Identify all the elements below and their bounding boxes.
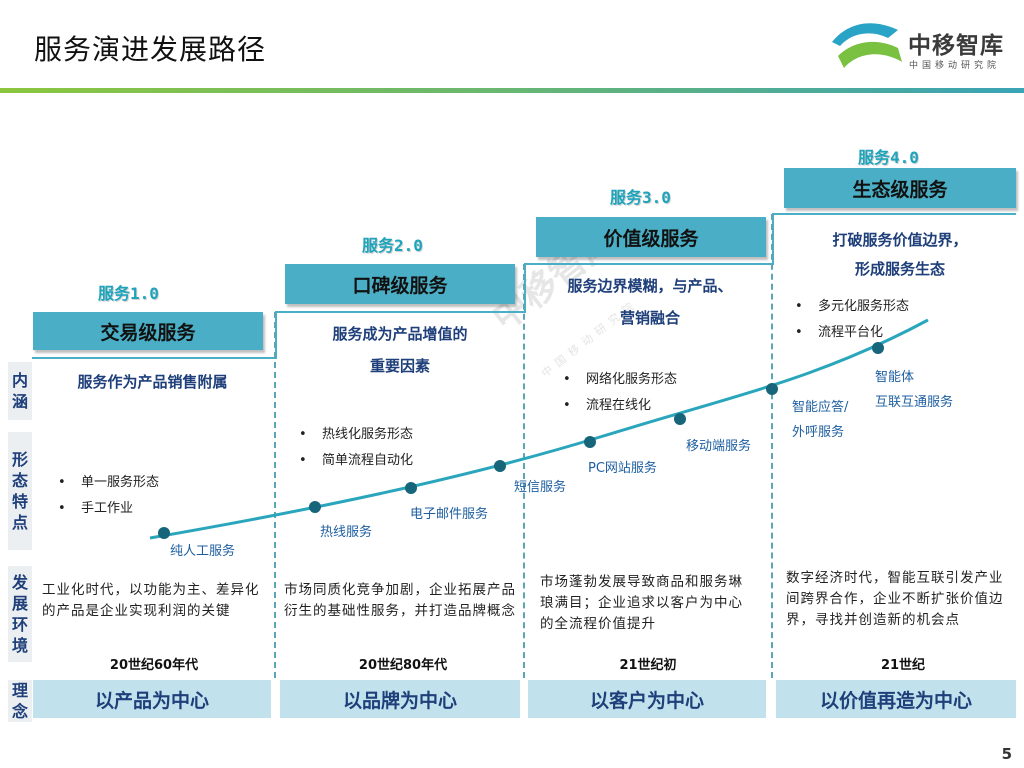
stage-environment-2: 市场同质化竞争加剧，企业拓展产品衍生的基础性服务，并打造品牌概念 xyxy=(284,582,516,619)
title-underline xyxy=(0,88,1024,93)
stage-divider-2 xyxy=(523,264,525,678)
service-label: PC网站服务 xyxy=(588,461,657,476)
curve-dot xyxy=(309,501,321,513)
stage-essence-2a: 服务成为产品增值的 xyxy=(332,325,468,343)
feature-item: 多元化服务形态 xyxy=(792,294,909,320)
row-label-xingtai: 形态特点 xyxy=(8,432,32,550)
stage-features-3: 网络化服务形态 流程在线化 xyxy=(560,367,677,419)
stage-environment-1: 工业化时代，以功能为主、差异化的产品是企业实现利润的关键 xyxy=(42,582,260,619)
stage-title-3: 服务3.0 xyxy=(610,188,671,207)
stage-title-1: 服务1.0 xyxy=(98,284,159,303)
feature-item: 手工作业 xyxy=(55,496,159,522)
row-label-linian: 理念 xyxy=(8,680,32,722)
stage-level-4: 生态级服务 xyxy=(784,168,1016,208)
stage-title-2: 服务2.0 xyxy=(362,236,423,255)
stage-concept-4: 以价值再造为中心 xyxy=(776,680,1016,718)
stage-features-4: 多元化服务形态 流程平台化 xyxy=(792,294,909,346)
service-label: 移动端服务 xyxy=(686,439,752,454)
row-label-fazhan: 发展环境 xyxy=(8,566,32,662)
stage-environment-4: 数字经济时代，智能互联引发产业间跨界合作，企业不断扩张价值边界，寻找并创造新的机… xyxy=(786,570,1004,628)
stage-era-2: 20世纪80年代 xyxy=(358,658,448,673)
service-label: 互联互通服务 xyxy=(875,395,954,410)
stage-level-3: 价值级服务 xyxy=(536,217,766,257)
service-label: 纯人工服务 xyxy=(170,544,236,559)
stage-divider-3 xyxy=(771,214,773,678)
stage-essence-3a: 服务边界模糊，与产品、 xyxy=(567,277,733,295)
stage-essence-3b: 营销融合 xyxy=(619,309,680,327)
service-label: 短信服务 xyxy=(514,480,567,495)
stage-era-4: 21世纪 xyxy=(880,658,926,673)
logo-mark-icon xyxy=(832,23,902,68)
stage-level-2: 口碑级服务 xyxy=(285,264,515,304)
page-title: 服务演进发展路径 xyxy=(34,33,267,66)
stage-essence-1: 服务作为产品销售附属 xyxy=(77,373,228,391)
stage-essence-4a: 打破服务价值边界， xyxy=(832,231,968,249)
stage-features-2: 热线化服务形态 简单流程自动化 xyxy=(296,422,413,474)
row-label-neihan: 内涵 xyxy=(8,362,32,420)
curve-dot xyxy=(158,527,170,539)
page-number: 5 xyxy=(1001,745,1012,763)
stage-environment-3: 市场蓬勃发展导致商品和服务琳琅满目；企业追求以客户为中心的全流程价值提升 xyxy=(540,574,743,632)
curve-dot xyxy=(494,460,506,472)
feature-item: 简单流程自动化 xyxy=(296,448,413,474)
stage-concept-2: 以品牌为中心 xyxy=(280,680,520,718)
curve-dot xyxy=(766,383,778,395)
curve-dot xyxy=(584,436,596,448)
feature-item: 网络化服务形态 xyxy=(560,367,677,393)
logo-subtitle: 中国移动研究院 xyxy=(909,61,1001,71)
service-label: 智能体 xyxy=(875,370,915,385)
service-label: 热线服务 xyxy=(320,525,373,540)
feature-item: 流程平台化 xyxy=(792,320,909,346)
feature-item: 热线化服务形态 xyxy=(296,422,413,448)
feature-item: 单一服务形态 xyxy=(55,470,159,496)
service-label: 外呼服务 xyxy=(792,425,845,440)
stage-divider-1 xyxy=(274,312,276,678)
stage-essence-4b: 形成服务生态 xyxy=(854,260,945,278)
stage-era-3: 21世纪初 xyxy=(619,658,677,673)
stage-era-1: 20世纪60年代 xyxy=(109,658,199,673)
service-label: 智能应答/ xyxy=(792,400,849,415)
logo-name: 中移智库 xyxy=(908,33,1004,59)
feature-item: 流程在线化 xyxy=(560,393,677,419)
stage-features-1: 单一服务形态 手工作业 xyxy=(55,470,159,522)
stage-title-4: 服务4.0 xyxy=(858,148,919,167)
service-label: 电子邮件服务 xyxy=(410,507,489,522)
stage-concept-3: 以客户为中心 xyxy=(528,680,766,718)
stage-concept-1: 以产品为中心 xyxy=(33,680,271,718)
curve-dot xyxy=(405,482,417,494)
stage-essence-2b: 重要因素 xyxy=(369,357,430,375)
stage-level-1: 交易级服务 xyxy=(33,312,263,350)
